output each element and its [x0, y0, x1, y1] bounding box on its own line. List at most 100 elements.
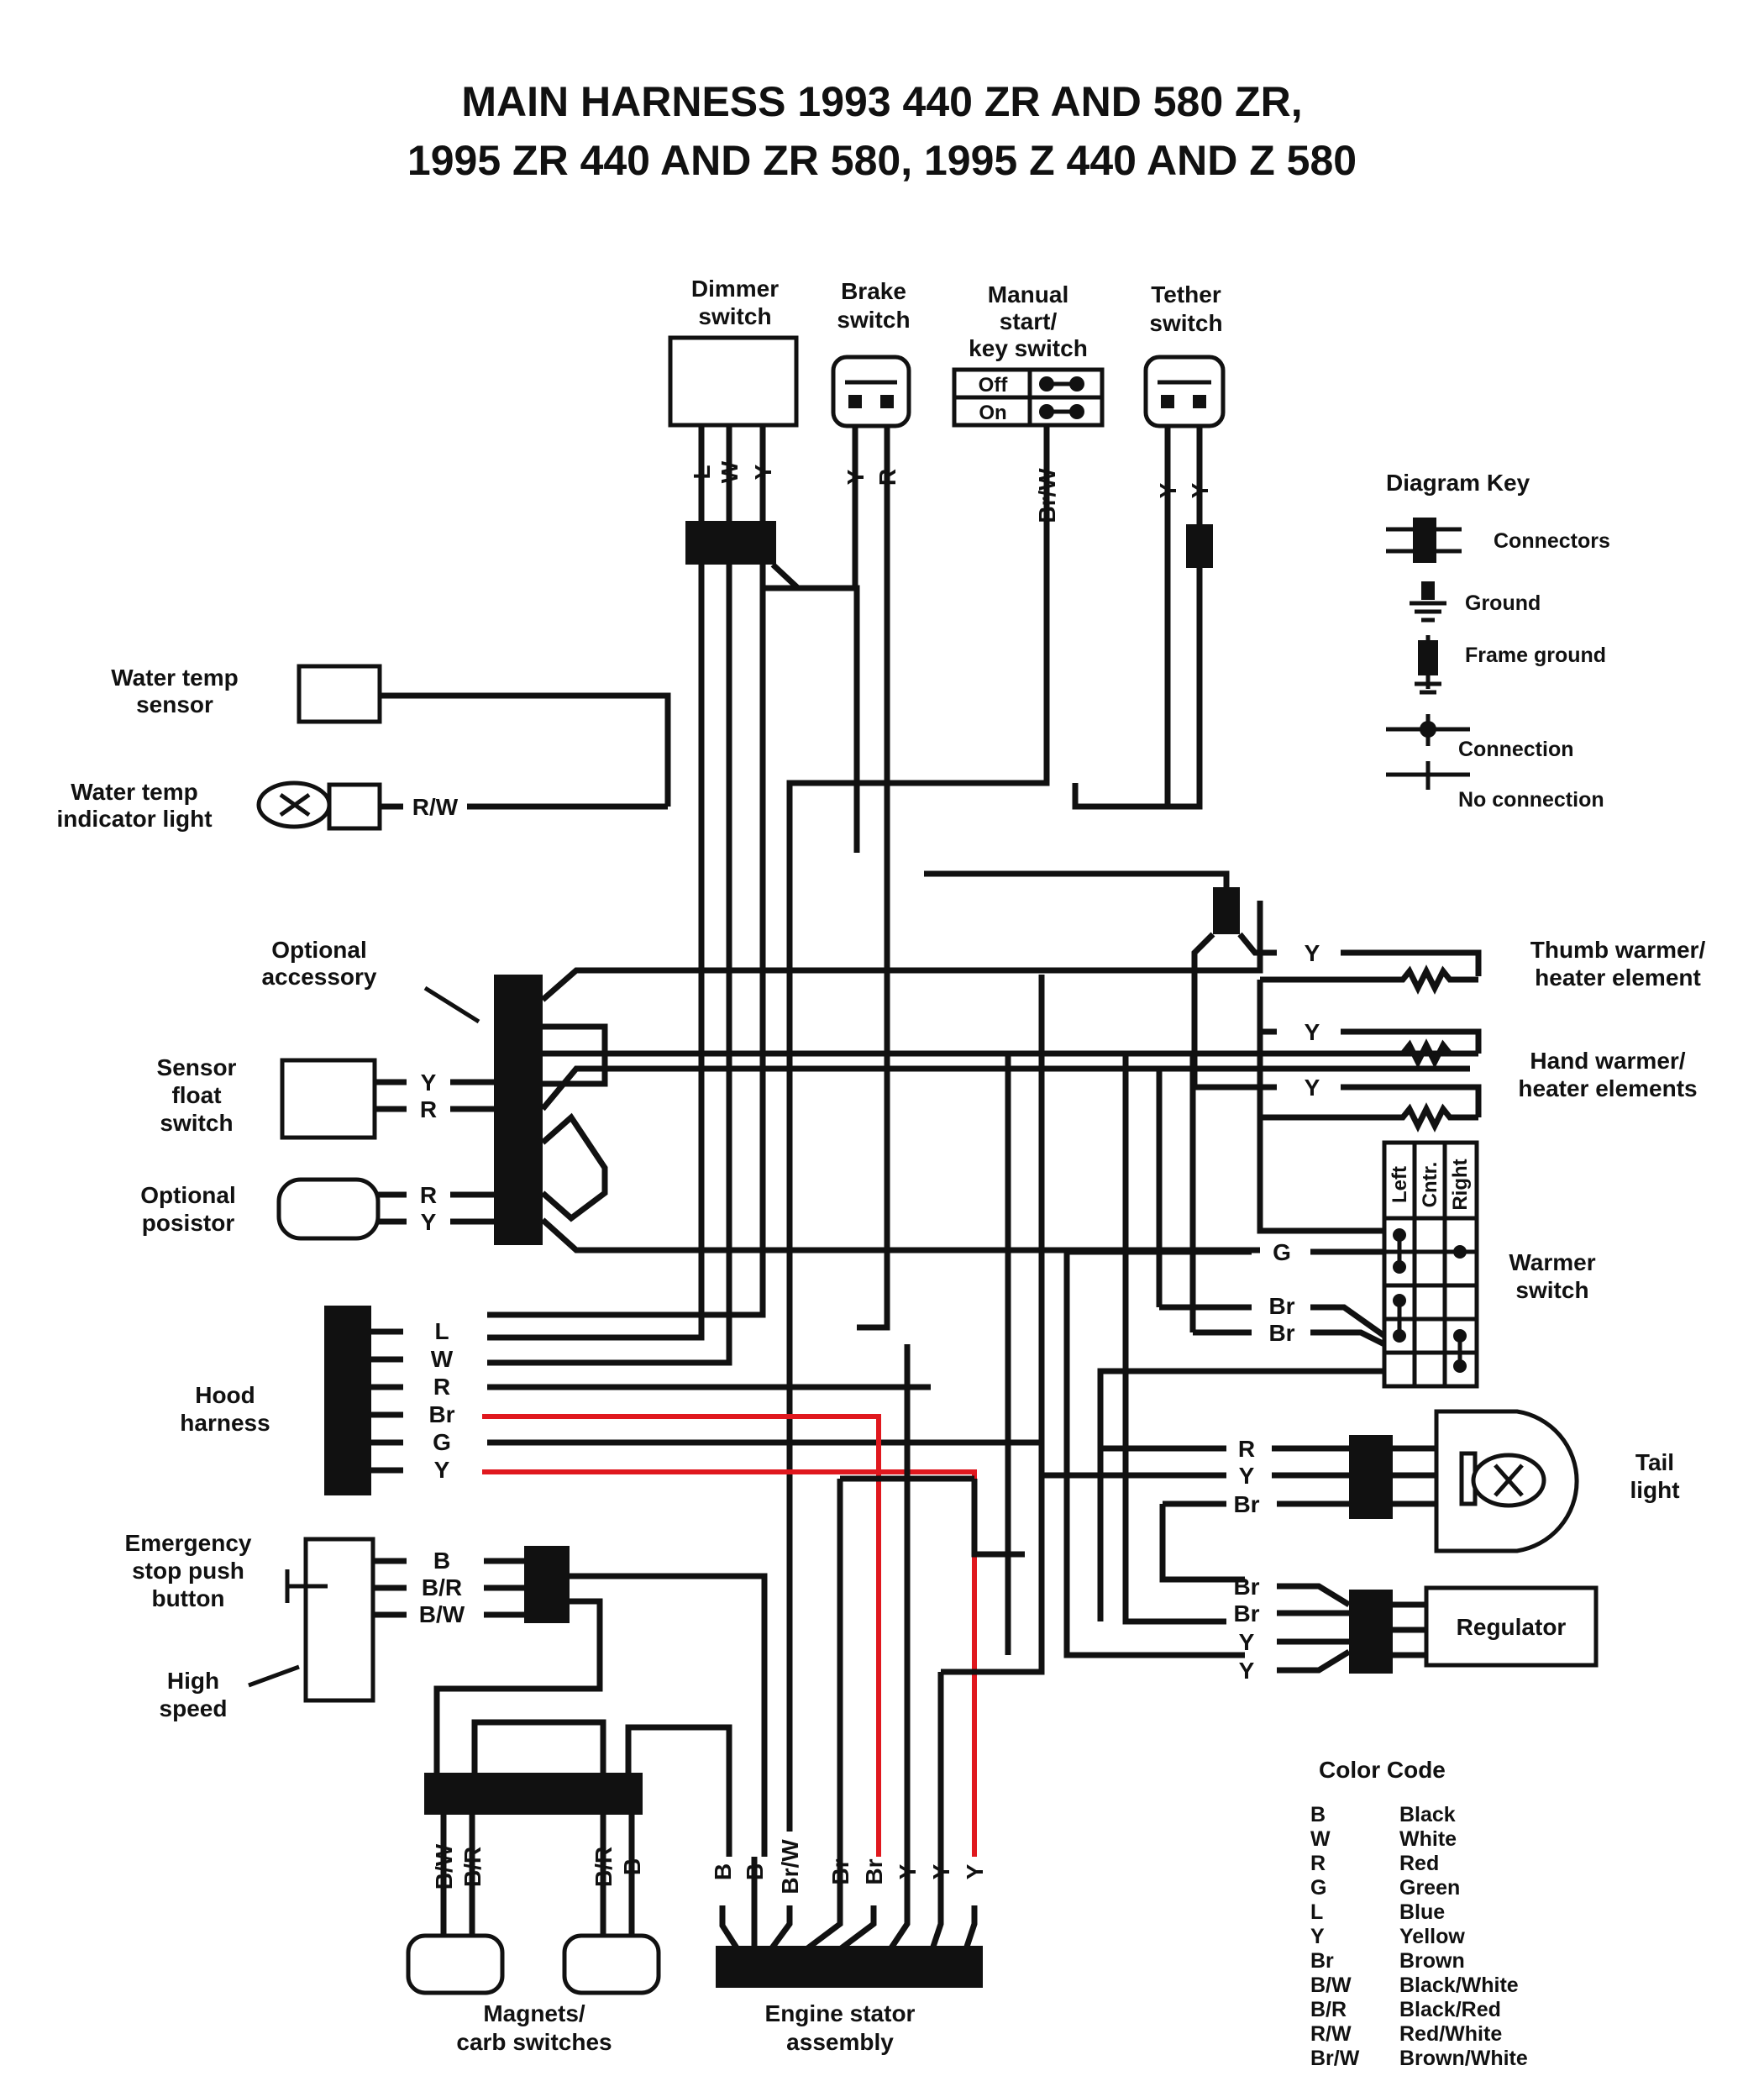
- magnets-connector: [424, 1773, 643, 1815]
- tail-wire-r: R: [1238, 1436, 1255, 1462]
- color-code-abbr: R/W: [1310, 2022, 1352, 2046]
- posistor-label-2: posistor: [142, 1210, 235, 1236]
- magnets-label-2: carb switches: [456, 2029, 612, 2055]
- water-light-label-1: Water temp: [71, 779, 197, 805]
- magnets-label-1: Magnets/: [483, 2000, 585, 2026]
- color-code-name: Black: [1399, 1803, 1456, 1826]
- dimmer-wire-w: W: [717, 460, 743, 483]
- key-connection-icon: [1420, 721, 1436, 738]
- high-speed-label-2: speed: [160, 1695, 228, 1721]
- magnet-left-box: [406, 1933, 505, 1995]
- hood-wire-g: G: [433, 1429, 451, 1455]
- diagram-title-line2: 1995 ZR 440 AND ZR 580, 1995 Z 440 AND Z…: [407, 137, 1357, 184]
- hood-wire-br: Br: [428, 1401, 454, 1427]
- key-frame-ground: Frame ground: [1465, 644, 1606, 667]
- sensor-float-label-3: switch: [160, 1110, 233, 1136]
- hood-wire-y: Y: [434, 1457, 450, 1483]
- stator-label-2: assembly: [786, 2029, 894, 2055]
- estop-wire-b: B: [433, 1548, 450, 1574]
- manual-label-3: key switch: [969, 335, 1088, 361]
- high-speed-label-1: High: [167, 1668, 219, 1694]
- magnets-wire-bw: B/W: [431, 1843, 457, 1889]
- warmer-col-center: Cntr.: [1419, 1162, 1441, 1208]
- dimmer-wire-l: L: [689, 465, 715, 479]
- brake-pin-right: [880, 395, 894, 408]
- tail-wire-br: Br: [1233, 1491, 1259, 1517]
- regulator-connector: [1349, 1590, 1393, 1674]
- thumb-label-1: Thumb warmer/: [1530, 937, 1706, 963]
- estop-label-3: button: [151, 1585, 224, 1611]
- brake-pin-left: [848, 395, 862, 408]
- stator-wire-b2: B: [742, 1863, 768, 1880]
- reg-wire-br2: Br: [1233, 1600, 1259, 1627]
- tail-label-1: Tail: [1635, 1449, 1674, 1475]
- hood-y-highlight: [482, 1469, 977, 1857]
- color-code-abbr: B: [1310, 1803, 1326, 1826]
- magnet-right-box: [562, 1933, 661, 1995]
- sensor-float-label-1: Sensor: [157, 1054, 237, 1080]
- color-code-name: Yellow: [1399, 1925, 1465, 1948]
- color-code-name: White: [1399, 1827, 1457, 1851]
- sensor-float-box: [280, 1058, 377, 1140]
- color-code-name: Red: [1399, 1852, 1439, 1875]
- magnets-wire-br1: B/R: [459, 1847, 486, 1887]
- dimmer-switch: Dimmer switch: [668, 276, 799, 428]
- key-title: Diagram Key: [1386, 470, 1530, 496]
- manual-label-2: start/: [1000, 308, 1058, 334]
- diagram-title-line1: MAIN HARNESS 1993 440 ZR AND 580 ZR,: [461, 78, 1302, 125]
- warmer-col-right: Right: [1449, 1159, 1472, 1210]
- estop-wire-bw: B/W: [419, 1601, 465, 1627]
- tether-switch-box: [1143, 355, 1226, 428]
- color-code-name: Blue: [1399, 1900, 1445, 1924]
- sensor-float-label-2: float: [171, 1082, 221, 1108]
- key-connection: Connection: [1458, 738, 1574, 761]
- key-connector-icon: [1413, 518, 1436, 563]
- warmers: Y Y Y Thumb warmer/ heater element Hand …: [924, 870, 1706, 1234]
- brake-switch: Brake switch: [831, 278, 911, 428]
- tether-wire-y2: Y: [1187, 482, 1213, 498]
- estop-label-1: Emergency: [125, 1530, 252, 1556]
- posistor-box: [276, 1177, 381, 1241]
- water-temp-sensor-box: [297, 664, 382, 724]
- emergency-stop: Emergency stop push button B B/R B/W Hig…: [125, 1530, 768, 1857]
- key-connectors: Connectors: [1494, 529, 1610, 553]
- brake-wire-y: Y: [843, 469, 869, 485]
- water-sensor-label-1: Water temp: [111, 665, 238, 691]
- tether-label-2: switch: [1149, 310, 1222, 336]
- reg-wire-br1: Br: [1233, 1574, 1259, 1600]
- regulator-box: [1424, 1585, 1599, 1668]
- thumb-label-2: heater element: [1535, 964, 1701, 991]
- key-on-label: On: [979, 402, 1006, 424]
- water-sensor-label-2: sensor: [136, 691, 213, 717]
- thumb-wire-y: Y: [1305, 940, 1320, 966]
- warmer-switch-label-2: switch: [1515, 1277, 1588, 1303]
- estop-connector: [524, 1546, 570, 1623]
- dimmer-wires: L W Y: [487, 425, 860, 1366]
- key-off-label: Off: [979, 374, 1009, 397]
- stator-wire-br1: Br: [827, 1858, 853, 1884]
- hood-wire-w: W: [431, 1346, 454, 1372]
- color-code-name: Brown: [1399, 1949, 1465, 1973]
- color-code-title: Color Code: [1319, 1757, 1446, 1783]
- stator-wire-br2: Br: [861, 1858, 887, 1884]
- hood-label-2: harness: [180, 1410, 270, 1436]
- warmer-connector: [1213, 887, 1240, 934]
- color-code-abbr: B/R: [1310, 1998, 1347, 2021]
- manual-label-1: Manual: [988, 281, 1068, 307]
- stator-wire-b1: B: [710, 1863, 736, 1880]
- color-code-abbr: Br/W: [1310, 2047, 1360, 2070]
- tether-label-1: Tether: [1151, 281, 1221, 307]
- stator-label-1: Engine stator: [765, 2000, 916, 2026]
- regulator: Br Br Y Y Regulator: [840, 975, 1599, 1684]
- tail-light-connector: [1349, 1435, 1393, 1519]
- engine-stator: B B Br/W Br Br Y Y Y Engine stator assem…: [710, 1344, 988, 2055]
- hand-label-2: heater elements: [1518, 1075, 1697, 1101]
- warmer-wire-g: G: [1273, 1239, 1291, 1265]
- hood-wire-l: L: [434, 1318, 449, 1344]
- optional-accessory-label-2: accessory: [261, 964, 376, 990]
- dimmer-switch-box: [668, 335, 799, 428]
- hood-label-1: Hood: [195, 1382, 255, 1408]
